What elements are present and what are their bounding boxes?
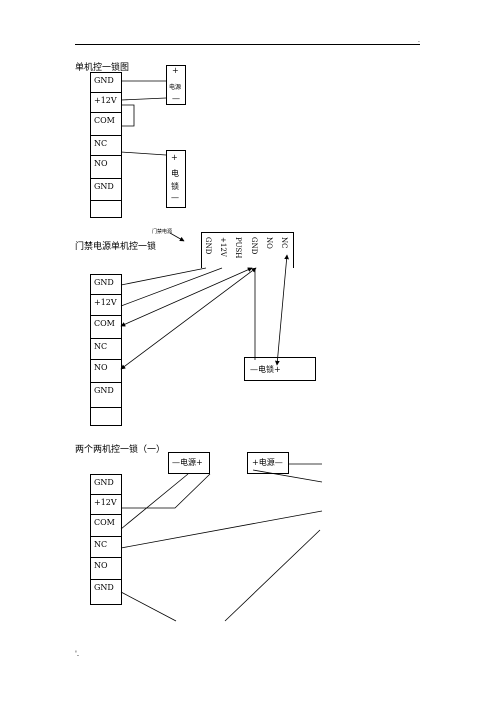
power-minus: — xyxy=(172,94,180,103)
terminal-no: NO xyxy=(91,558,121,580)
terminal-gnd-2: GND xyxy=(91,179,121,201)
terminal-no: NO xyxy=(91,360,121,383)
diagram1-power-box: + 电源 — xyxy=(166,65,186,105)
supply-terminal-block xyxy=(201,232,294,268)
lock-label-1: 电 xyxy=(171,169,179,178)
supply-terminal-12v: +12V xyxy=(219,237,227,257)
terminal-gnd-2: GND xyxy=(94,583,114,592)
wire-com-power xyxy=(120,473,189,530)
wire-12v-power xyxy=(120,97,167,101)
wire-jumper-com xyxy=(121,104,135,127)
supply-terminal-nc: NC xyxy=(280,237,288,249)
terminal-nc: NC xyxy=(91,537,121,558)
terminal-gnd: GND xyxy=(91,73,121,93)
wire-gnd xyxy=(120,267,207,286)
terminal-12v: +12V xyxy=(91,495,121,515)
diagram1-title: 单机控一锁图 xyxy=(75,63,130,73)
supply-terminal-gnd: GND xyxy=(204,237,212,255)
header-mark: . xyxy=(418,37,420,44)
lock-minus: — xyxy=(171,193,179,202)
wire-nc-lock-arrow xyxy=(274,254,290,366)
diagram3-power-box: —电源+ xyxy=(168,452,210,474)
wire-com-arrow xyxy=(120,267,253,327)
terminal-gnd: GND xyxy=(91,475,121,495)
supply-terminal-push: PUSH xyxy=(234,237,242,259)
supply-terminal-gnd-2: GND xyxy=(250,237,258,255)
terminal-gnd: GND xyxy=(91,275,121,295)
terminal-nc: NC xyxy=(91,339,121,360)
wire-nc xyxy=(120,510,323,549)
diagram1-lock-box: + 电 锁 — xyxy=(166,150,186,208)
arrow-supply-label xyxy=(169,232,185,242)
wire-12v xyxy=(120,267,223,307)
diagram1-terminal-block: GND +12V COM NC NO GND xyxy=(90,72,122,218)
terminal-no: NO xyxy=(91,156,121,179)
power-label: 电源 xyxy=(169,84,182,91)
wire-nc-lock xyxy=(120,151,167,156)
diagram2-title: 门禁电源单机控一锁 xyxy=(75,242,157,252)
supply-terminal-no: NO xyxy=(265,237,273,249)
terminal-12v: +12V xyxy=(91,295,121,316)
header-rule xyxy=(75,44,420,45)
lock-plus: + xyxy=(171,153,178,162)
terminal-com: COM xyxy=(91,113,121,136)
power-plus: + xyxy=(172,66,179,75)
terminal-gnd-2: GND xyxy=(91,383,121,408)
terminal-nc: NC xyxy=(91,136,121,156)
diagram3-terminal-block: GND +12V COM NC NO GND xyxy=(90,474,122,605)
wire-diag-bottom xyxy=(224,529,321,622)
terminal-12v: +12V xyxy=(91,93,121,113)
wire-no-arrow xyxy=(120,267,257,370)
diagram3-power2-box: +电源— xyxy=(247,452,289,474)
footer-mark: '. xyxy=(75,650,80,658)
terminal-com: COM xyxy=(91,316,121,339)
wire-power2-diag xyxy=(252,469,323,483)
lock-label-2: 锁 xyxy=(171,182,179,191)
diagram3-title: 两个两机控一锁（一） xyxy=(75,445,166,455)
supply-label: 门禁电源 xyxy=(152,229,173,235)
wire-gnd-2 xyxy=(120,591,177,622)
wire-12v-power xyxy=(121,473,211,509)
terminal-com: COM xyxy=(91,515,121,537)
